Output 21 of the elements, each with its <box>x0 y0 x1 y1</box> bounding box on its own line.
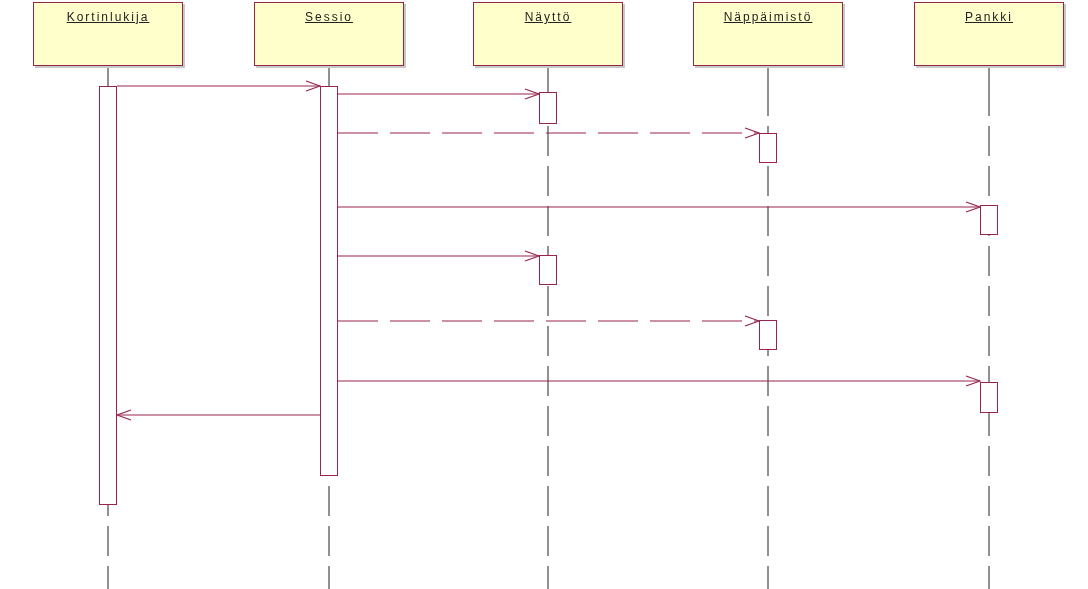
message-arrow <box>116 409 321 421</box>
message-arrow <box>116 80 321 92</box>
message-arrow <box>337 250 540 262</box>
participant-box: Sessio <box>254 2 404 66</box>
message-arrow <box>337 375 981 387</box>
participant-box: Pankki <box>914 2 1064 66</box>
activation-bar <box>539 92 557 124</box>
message-arrow <box>337 315 760 327</box>
participant-box: Näppäimistö <box>693 2 843 66</box>
activation-bar <box>320 86 338 476</box>
participant-box: Näyttö <box>473 2 623 66</box>
activation-bar <box>980 382 998 413</box>
message-arrow <box>337 88 540 100</box>
participant-box: Kortinlukija <box>33 2 183 66</box>
activation-bar <box>980 205 998 235</box>
activation-bar <box>99 86 117 505</box>
activation-bar <box>539 255 557 285</box>
message-arrow <box>337 201 981 213</box>
activation-bar <box>759 133 777 163</box>
message-arrow <box>337 127 760 139</box>
activation-bar <box>759 320 777 350</box>
